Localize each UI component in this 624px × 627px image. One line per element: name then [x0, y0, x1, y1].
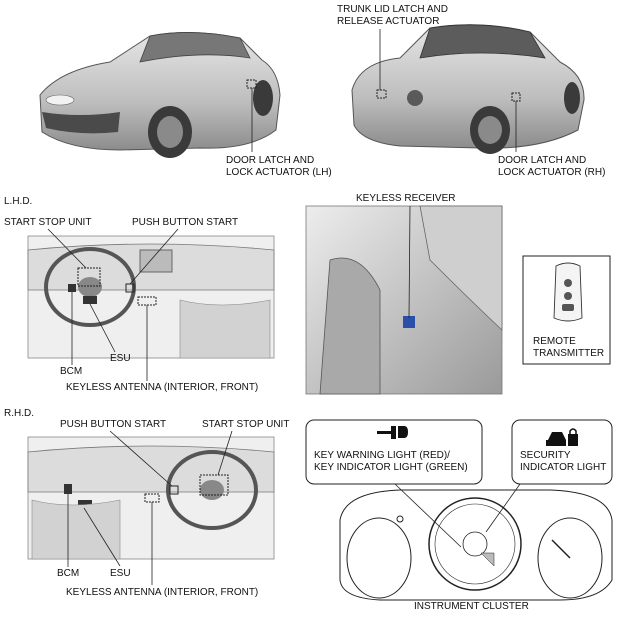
push-button-start-lhd-label: PUSH BUTTON START: [132, 217, 239, 228]
start-stop-unit-lhd-label: START STOP UNIT: [4, 217, 92, 228]
trunk-lid-actuator-label: TRUNK LID LATCH AND RELEASE ACTUATOR: [337, 4, 448, 27]
remote-transmitter-label: REMOTE TRANSMITTER: [533, 336, 605, 359]
keyless-receiver-illustration: [305, 205, 503, 395]
security-indicator-icon: [546, 428, 578, 446]
door-latch-lh-label: DOOR LATCH AND LOCK ACTUATOR (LH): [226, 155, 332, 178]
key-warning-light-label: KEY WARNING LIGHT (RED)/ KEY INDICATOR L…: [314, 450, 468, 473]
instrument-cluster-illustration: [305, 419, 613, 601]
bcm-lhd-label: BCM: [60, 366, 83, 377]
door-latch-rh-label: DOOR LATCH AND LOCK ACTUATOR (RH): [498, 155, 606, 178]
lhd-interior-illustration: [27, 228, 275, 381]
push-button-start-rhd-label: PUSH BUTTON START: [60, 419, 167, 430]
instrument-cluster-label: INSTRUMENT CLUSTER: [414, 601, 529, 612]
esu-lhd-label: ESU: [110, 353, 131, 364]
bcm-rhd-label: BCM: [57, 568, 80, 579]
lhd-heading: L.H.D.: [4, 196, 33, 207]
key-warning-icon: [377, 426, 408, 439]
keyless-antenna-rhd-label: KEYLESS ANTENNA (INTERIOR, FRONT): [66, 587, 259, 598]
start-stop-unit-rhd-label: START STOP UNIT: [202, 419, 290, 430]
keyless-antenna-lhd-label: KEYLESS ANTENNA (INTERIOR, FRONT): [66, 382, 259, 393]
security-indicator-light-label: SECURITY INDICATOR LIGHT: [520, 450, 607, 473]
remote-transmitter-illustration: [522, 255, 611, 365]
rhd-interior-illustration: [27, 430, 275, 585]
front-car-illustration: [39, 31, 281, 158]
esu-rhd-label: ESU: [110, 568, 131, 579]
keyless-receiver-label: KEYLESS RECEIVER: [356, 193, 456, 204]
keyless-receiver-marker: [403, 316, 415, 328]
rhd-heading: R.H.D.: [4, 408, 34, 419]
rear-car-illustration: [351, 24, 585, 154]
